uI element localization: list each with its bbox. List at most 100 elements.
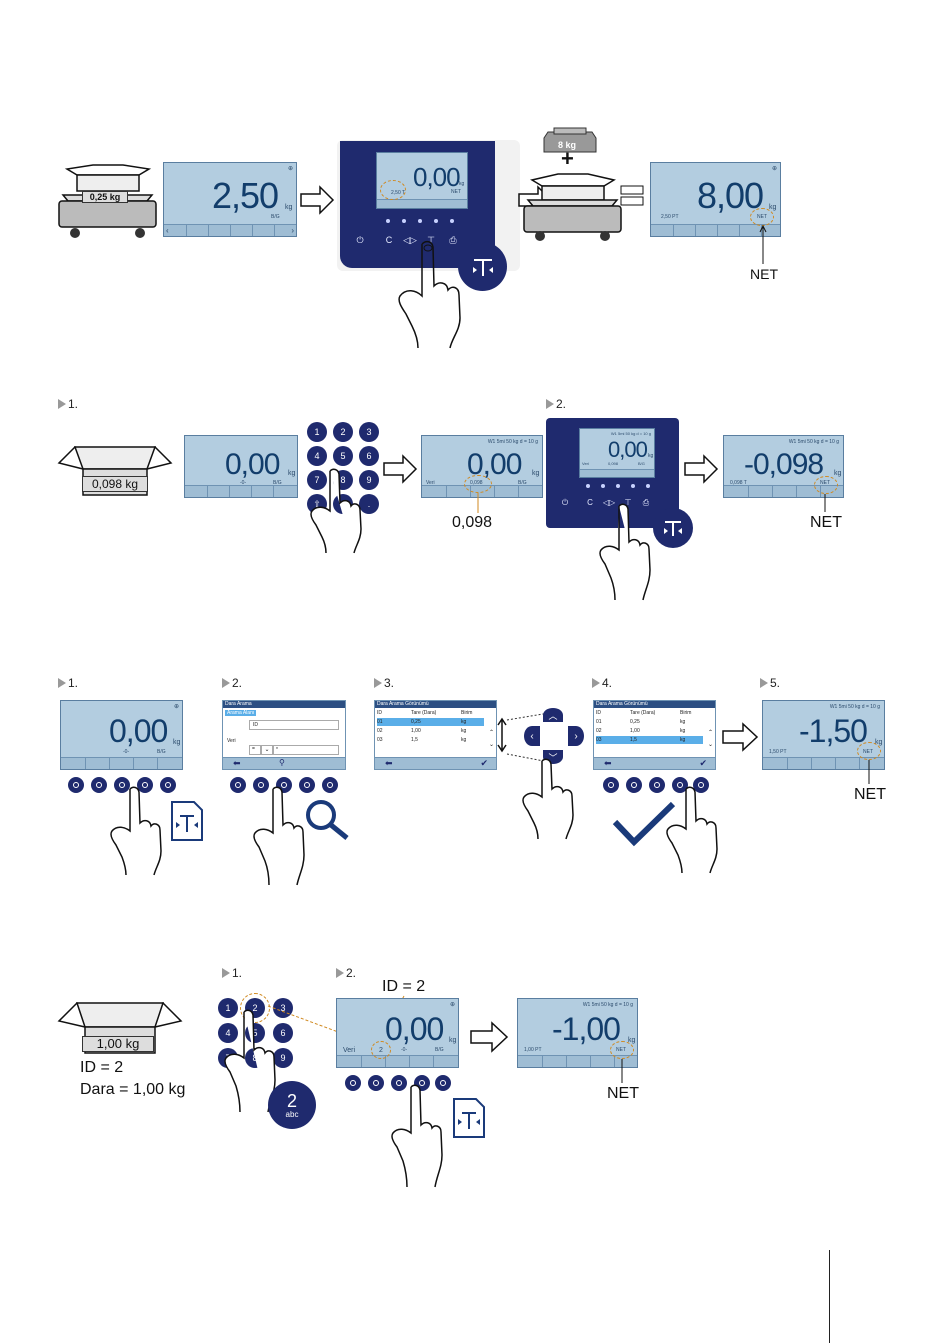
mode-text: B/G xyxy=(638,461,645,466)
key-4[interactable]: 4 xyxy=(307,446,327,466)
print-key[interactable]: ⎙ xyxy=(642,498,650,507)
unit: kg xyxy=(173,739,181,746)
mode-text: B/G xyxy=(435,1047,444,1053)
key-6[interactable]: 6 xyxy=(359,446,379,466)
search-field-label: Arama Alanı xyxy=(225,710,257,716)
nav-left-key[interactable]: ‹ xyxy=(524,726,540,746)
unit: kg xyxy=(449,1037,457,1044)
key-4[interactable]: 4 xyxy=(218,1023,238,1043)
operator-dropdown[interactable]: ⌄ xyxy=(261,745,273,755)
id-field[interactable]: ID xyxy=(249,720,339,730)
softkey-5[interactable] xyxy=(322,777,338,793)
back-icon[interactable]: ⬅ xyxy=(233,758,241,768)
value-field[interactable]: * xyxy=(273,745,339,755)
key-3[interactable]: 3 xyxy=(359,422,379,442)
softkey-4[interactable] xyxy=(137,777,153,793)
data-label: Veri xyxy=(343,1047,356,1054)
key-1[interactable]: 1 xyxy=(307,422,327,442)
step-2: 2. xyxy=(546,397,566,411)
id-callout: ID = 2 xyxy=(382,978,426,995)
softkey-3[interactable] xyxy=(649,777,665,793)
tare-key[interactable]: ⊤ xyxy=(427,235,435,245)
unit: kg xyxy=(288,470,296,477)
key-9[interactable]: 9 xyxy=(273,1048,293,1068)
scale-screen-1: 0,00 kg -0- B/G xyxy=(184,435,298,498)
weight-value: 8,00 xyxy=(697,175,764,216)
ok-icon: ⊕ xyxy=(287,166,293,172)
weight-value: -0,098 xyxy=(744,448,824,481)
clear-key[interactable]: C xyxy=(587,498,593,507)
scale-icon xyxy=(58,164,157,238)
softkey-1[interactable] xyxy=(68,777,84,793)
tare-callout: 0,098 xyxy=(452,514,493,531)
tare-label: Dara = 1,00 kg xyxy=(80,1081,186,1098)
softkey-3[interactable] xyxy=(391,1075,407,1091)
tare-icon xyxy=(171,801,203,841)
mode-text: NET xyxy=(451,189,461,195)
softkey-5[interactable] xyxy=(693,777,709,793)
net-callout: NET xyxy=(854,786,886,803)
scroll-down-icon[interactable]: ⌄ xyxy=(488,742,494,748)
softkey-3[interactable] xyxy=(114,777,130,793)
confirm-icon[interactable]: ✔ xyxy=(699,758,707,768)
softkey-2[interactable] xyxy=(626,777,642,793)
softkey-2[interactable] xyxy=(253,777,269,793)
key-7[interactable]: 7 xyxy=(307,470,327,490)
back-icon[interactable]: ⬅ xyxy=(385,758,393,768)
search-icon[interactable]: ⚲ xyxy=(279,758,285,767)
key-9[interactable]: 9 xyxy=(359,470,379,490)
softkey-5[interactable] xyxy=(160,777,176,793)
scroll-up-icon[interactable]: ⌃ xyxy=(707,730,713,736)
zero-indicator: -0- xyxy=(123,749,130,755)
nav-right-key[interactable]: › xyxy=(568,726,584,746)
print-key[interactable]: ⎙ xyxy=(449,235,457,245)
tare-value: 1,50 PT xyxy=(769,749,787,755)
confirm-icon[interactable]: ✔ xyxy=(480,758,488,768)
up-down-arrow-icon xyxy=(497,717,507,753)
unit: kg xyxy=(628,1037,636,1044)
key-dot[interactable]: . xyxy=(359,494,379,514)
data-label: Veri xyxy=(582,461,589,466)
key-1[interactable]: 1 xyxy=(218,998,238,1018)
arrow-right-icon xyxy=(470,1021,509,1053)
nav-up-key[interactable]: ︿ xyxy=(543,708,563,722)
softkey-2[interactable] xyxy=(368,1075,384,1091)
weight-value: 0,00 xyxy=(413,162,461,192)
key-5[interactable]: 5 xyxy=(333,446,353,466)
key-6[interactable]: 6 xyxy=(273,1023,293,1043)
softkey-1[interactable] xyxy=(345,1075,361,1091)
operator-field[interactable]: = xyxy=(249,745,261,755)
tare-key[interactable]: ⊤ xyxy=(624,498,632,507)
hand-icon xyxy=(391,1084,443,1188)
unit: kg xyxy=(769,204,777,211)
softkey-1[interactable] xyxy=(603,777,619,793)
step-3: 3. xyxy=(374,676,394,690)
scroll-up-icon[interactable]: ⌃ xyxy=(488,730,494,736)
zero-key[interactable]: ◁▷ xyxy=(602,498,616,507)
tare-value: 2,50 PT xyxy=(661,214,679,220)
unit: kg xyxy=(285,204,293,211)
key-2[interactable]: 2 xyxy=(333,422,353,442)
plus-sign: + xyxy=(561,146,574,171)
scroll-down-icon[interactable]: ⌄ xyxy=(707,742,713,748)
softkey-2[interactable] xyxy=(91,777,107,793)
softkey-4[interactable] xyxy=(299,777,315,793)
clear-key[interactable]: C xyxy=(385,235,393,245)
softkey-1[interactable] xyxy=(230,777,246,793)
power-icon[interactable]: ⏻ xyxy=(561,498,569,507)
back-icon[interactable]: ⬅ xyxy=(604,758,612,768)
softkey-5[interactable] xyxy=(435,1075,451,1091)
softkey-4[interactable] xyxy=(672,777,688,793)
weight-value: 0,00 xyxy=(608,437,648,462)
scale-screen-2: W1 5mi 50 kg d = 10 g -1,00 kg 1,00 PT N… xyxy=(517,998,638,1068)
zero-key[interactable]: ◁▷ xyxy=(403,235,417,245)
step-1: 1. xyxy=(58,397,78,411)
power-icon[interactable]: ⏻ xyxy=(356,235,364,245)
